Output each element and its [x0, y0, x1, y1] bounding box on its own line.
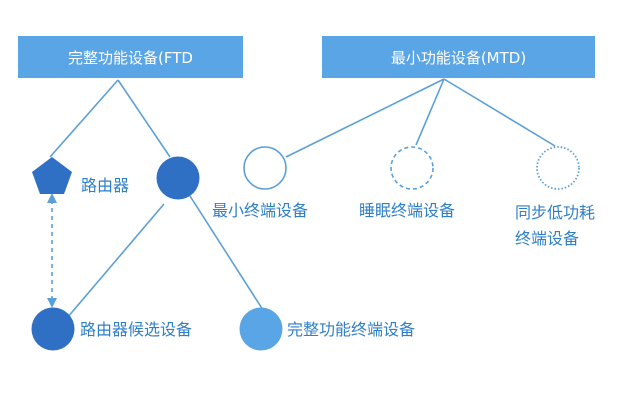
coordinator-to-ffd-end-line [189, 195, 264, 311]
mtd-box: 最小功能设备(MTD) [322, 36, 595, 78]
sleep-end-label: 睡眠终端设备 [359, 201, 456, 220]
sync-end-node [536, 146, 580, 190]
ftd-box-label: 完整功能设备(FTD [68, 48, 193, 67]
ftd-to-router-line [49, 79, 119, 158]
mtd-to-sync-end-line [443, 78, 556, 147]
router-candidate-label: 路由器候选设备 [80, 320, 193, 339]
arrowhead-down [47, 298, 57, 308]
mtd-to-sleep-end-line [415, 78, 445, 146]
mtd-to-min-end-line [285, 78, 445, 158]
sync-low-power-label-line1: 同步低功耗 [515, 203, 596, 222]
sleep-end-node [390, 146, 434, 190]
full-function-end-label: 完整功能终端设备 [287, 320, 416, 339]
coordinator-to-candidate-line [66, 203, 165, 319]
sync-low-power-label-line2: 终端设备 [515, 229, 580, 248]
full-function-end-node [239, 307, 283, 351]
router-candidate-node [31, 307, 75, 351]
min-end-node [243, 146, 287, 190]
mtd-box-label: 最小功能设备(MTD) [390, 48, 527, 67]
router-label: 路由器 [81, 176, 130, 195]
min-end-label: 最小终端设备 [212, 201, 309, 220]
router-pentagon-node [32, 157, 72, 194]
ftd-to-coordinator-line [117, 79, 171, 158]
coordinator-node [156, 156, 200, 200]
arrowhead-up [47, 193, 57, 203]
ftd-box: 完整功能设备(FTD [18, 36, 243, 78]
